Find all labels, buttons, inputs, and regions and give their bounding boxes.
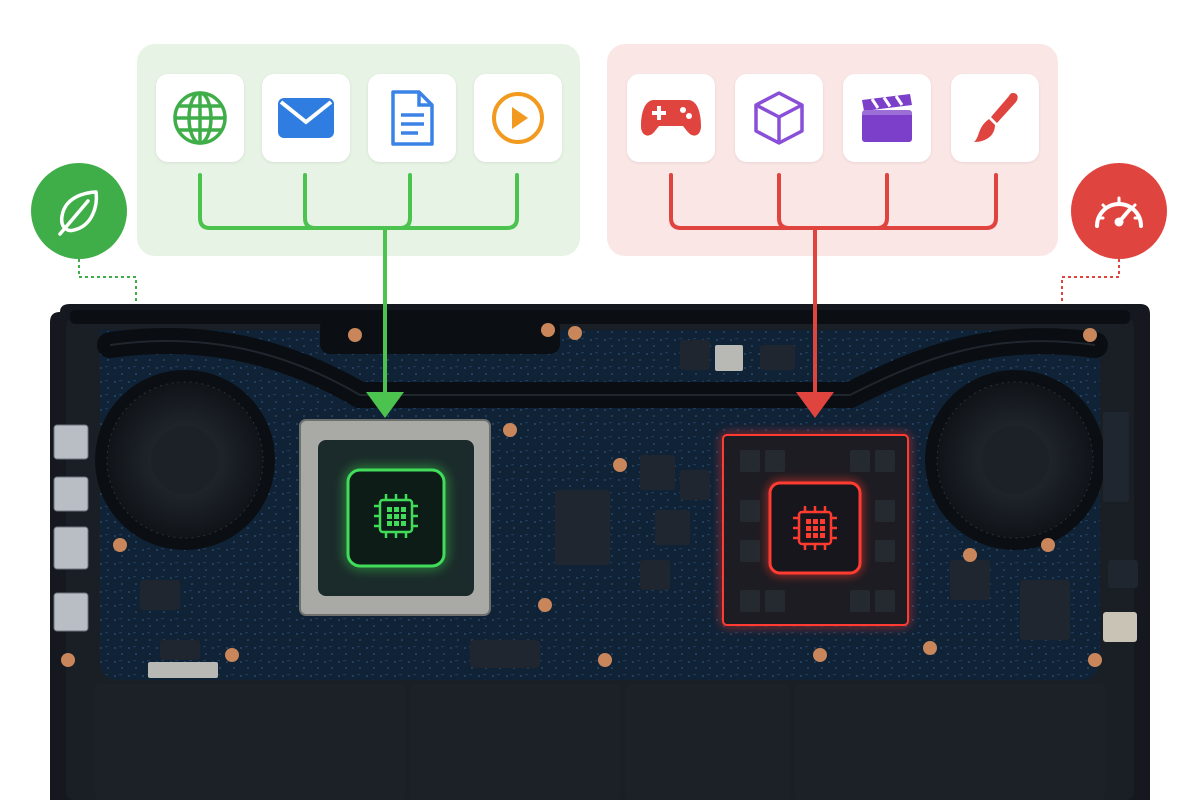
heavy-apps-bracket bbox=[669, 173, 998, 397]
browser-app-tile bbox=[156, 74, 244, 162]
performance-mode-badge bbox=[1071, 163, 1167, 259]
speedometer-icon bbox=[1095, 196, 1143, 228]
right-cooling-fan bbox=[925, 370, 1105, 550]
document-icon bbox=[391, 90, 434, 146]
clapperboard-icon bbox=[862, 94, 912, 142]
discrete-gpu-arrow bbox=[796, 392, 834, 418]
document-app-tile bbox=[368, 74, 456, 162]
3d-app-tile bbox=[735, 74, 823, 162]
efficiency-connector bbox=[78, 259, 137, 305]
side-ports bbox=[53, 424, 89, 632]
light-apps-bracket bbox=[198, 173, 519, 397]
paintbrush-icon bbox=[974, 93, 1018, 142]
gamepad-icon bbox=[641, 100, 701, 136]
mail-icon bbox=[278, 98, 334, 138]
sd-slot bbox=[1103, 612, 1137, 642]
paint-app-tile bbox=[951, 74, 1039, 162]
performance-connector bbox=[1061, 259, 1120, 305]
globe-icon bbox=[173, 91, 227, 145]
integrated-gpu bbox=[299, 419, 491, 616]
integrated-gpu-arrow bbox=[366, 392, 404, 418]
play-icon bbox=[492, 92, 544, 144]
cube-icon bbox=[754, 91, 804, 145]
battery bbox=[95, 684, 1105, 800]
screw-bosses bbox=[61, 323, 1102, 667]
video-app-tile bbox=[843, 74, 931, 162]
left-cooling-fan bbox=[95, 370, 275, 550]
media-app-tile bbox=[474, 74, 562, 162]
integrated-chip-icon bbox=[374, 494, 418, 538]
mail-app-tile bbox=[262, 74, 350, 162]
discrete-gpu bbox=[722, 434, 909, 626]
discrete-chip-icon bbox=[793, 506, 837, 550]
efficiency-mode-badge bbox=[31, 163, 127, 259]
game-app-tile bbox=[627, 74, 715, 162]
board-components bbox=[140, 340, 1129, 668]
leaf-icon bbox=[58, 190, 99, 236]
